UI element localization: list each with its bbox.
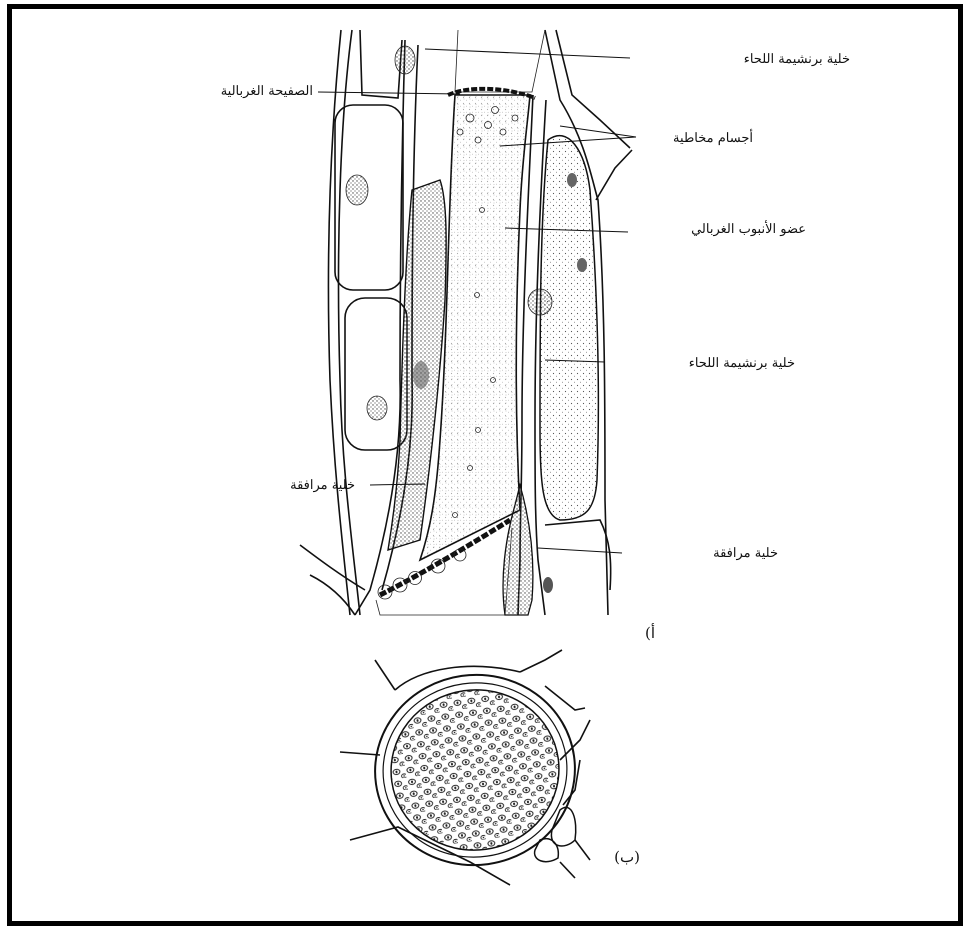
cell-wall — [596, 150, 632, 200]
nucleus — [528, 289, 552, 315]
nucleus — [567, 173, 577, 187]
nucleus — [395, 46, 415, 74]
sieve-plate-cross — [381, 679, 570, 861]
leader-sieve-plate — [318, 92, 460, 94]
parenchyma-cell-left-upper — [335, 105, 403, 290]
nucleus — [413, 361, 429, 389]
cell-wall-left-outer — [339, 30, 361, 615]
companion-cell-cross — [535, 839, 559, 862]
label-sieve-plate: الصفيحة الغربالية — [221, 84, 313, 99]
label-parenchyma-top: خلية برنشيمة اللحاء — [744, 52, 850, 67]
label-sieve-tube-member: عضو الأنبوب الغربالي — [691, 220, 806, 237]
label-companion-left: خلية مرافقة — [290, 478, 355, 493]
nucleus — [543, 577, 553, 593]
panel-label-a: (أ — [645, 623, 655, 642]
panel-label-b: (ب) — [614, 848, 640, 866]
cross-section — [340, 650, 590, 885]
label-parenchyma-right: خلية برنشيمة اللحاء — [689, 356, 795, 371]
label-companion-right: خلية مرافقة — [713, 546, 778, 561]
leader-parenchyma-top — [425, 49, 630, 58]
parenchyma-cell-left-lower — [345, 298, 407, 450]
nucleus — [367, 396, 387, 420]
nucleus — [346, 175, 368, 205]
upper-sieve-tube — [455, 30, 545, 92]
cell-wall — [545, 520, 611, 590]
parenchyma-cell-right — [540, 136, 598, 520]
label-mucilage-bodies: أجسام مخاطية — [673, 129, 753, 146]
longitudinal-section — [300, 30, 636, 615]
nucleus — [577, 258, 587, 272]
leader-mucilage-b — [560, 126, 636, 137]
